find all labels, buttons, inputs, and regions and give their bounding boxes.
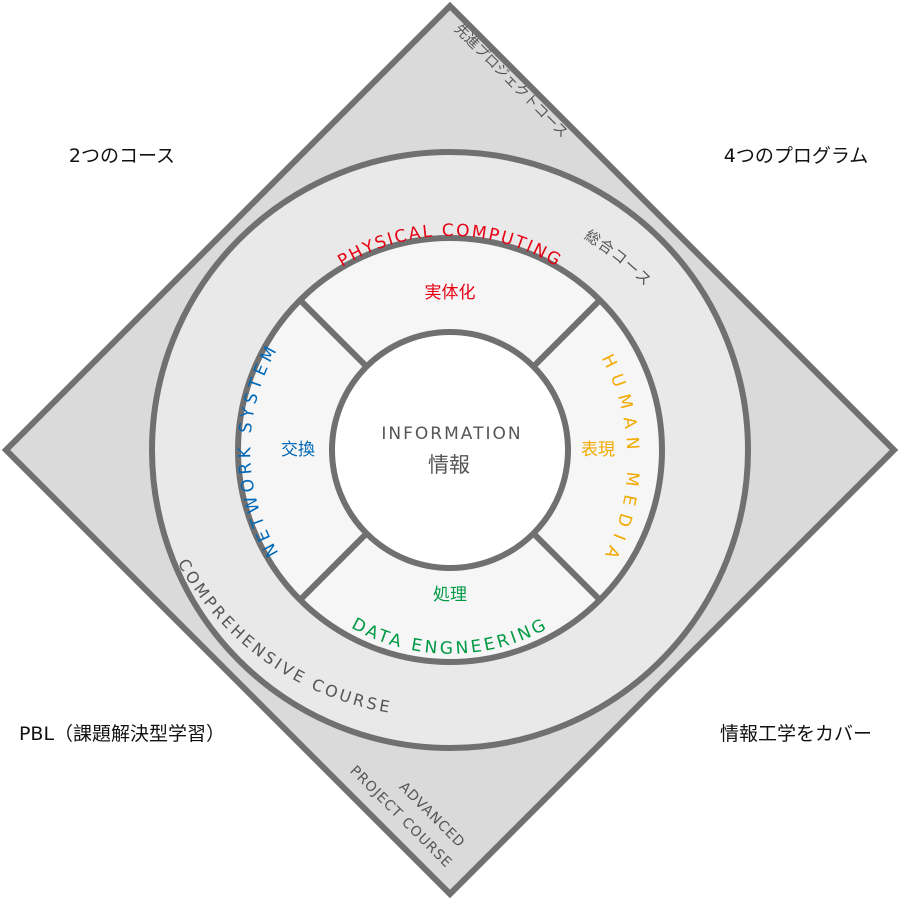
program-human-jp: 表現 bbox=[581, 440, 615, 460]
program-data-jp: 処理 bbox=[433, 585, 467, 605]
caption-pbl: PBL（課題解決型学習） bbox=[19, 723, 225, 745]
divider-bottom-left bbox=[297, 531, 369, 603]
program-physical-jp: 実体化 bbox=[425, 283, 476, 303]
program-network-jp: 交換 bbox=[281, 440, 315, 460]
caption-covers-informatics: 情報工学をカバー bbox=[720, 723, 872, 745]
center-label-en: INFORMATION bbox=[381, 424, 522, 444]
center-circle bbox=[329, 329, 571, 571]
center-label-jp: 情報 bbox=[428, 453, 470, 477]
divider-top-left bbox=[297, 297, 369, 369]
caption-two-courses: 2つのコース bbox=[69, 145, 175, 167]
caption-four-programs: 4つのプログラム bbox=[724, 145, 869, 167]
divider-bottom-right bbox=[531, 531, 603, 603]
divider-top-right bbox=[531, 297, 603, 369]
